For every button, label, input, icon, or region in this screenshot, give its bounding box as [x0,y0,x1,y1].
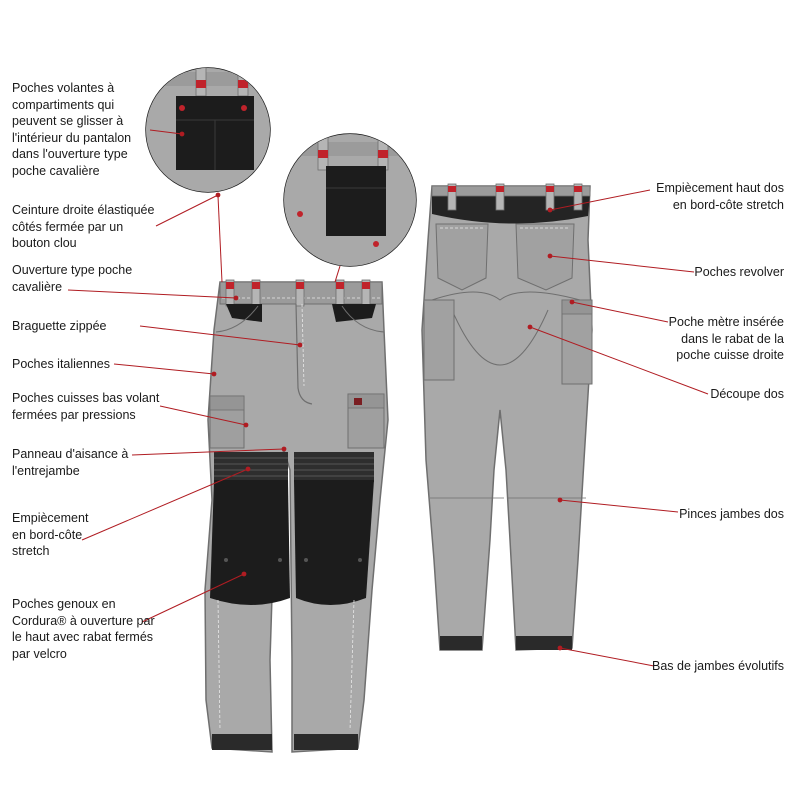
detail-circle-waist [283,133,417,267]
label-line: Panneau d'aisance à [12,447,129,461]
label-line: Empiècement haut dos [656,181,784,195]
label-line: dans le rabat de la [681,331,784,346]
leader-cuisses [159,405,247,426]
leader-dots [179,131,575,651]
leader-ceinture [155,194,219,227]
label-line: stretch [12,544,50,558]
leader-empiecement [81,468,249,541]
label-line: Poches revolver [694,265,784,279]
front-fly [295,303,313,405]
label-line: l'entrejambe [12,463,80,478]
label-line: compartiments qui [12,97,115,112]
label-poches-italiennes: Poches italiennes [12,356,160,373]
leader-decoupe [529,326,709,395]
label-line: Poches italiennes [12,357,110,371]
label-poches-volantes: Poches volantes à compartiments qui peuv… [12,80,160,179]
label-decoupe-dos: Découpe dos [710,386,784,403]
back-belt-loops [447,183,583,211]
leader-panneau [131,448,285,456]
leader-metre [571,301,669,323]
label-line: par velcro [12,646,67,661]
leader-empiecement-dos [549,189,651,211]
label-line: fermées par pressions [12,407,136,422]
label-line: côtés fermée par un [12,219,124,234]
label-poches-genoux: Poches genoux en Cordura® à ouverture pa… [12,596,160,662]
label-line: Pinces jambes dos [679,507,784,521]
label-line: en bord-côte stretch [672,197,784,212]
back-hem-left [440,636,482,650]
front-knee-stretch [214,452,374,482]
label-line: Ceinture droite élastiquée [12,203,155,217]
leader-ouverture [67,289,237,299]
back-seat-cut [431,291,581,301]
leader-lines [67,129,709,667]
front-trousers [204,279,389,753]
label-poche-metre: Poche mètre insérée dans le rabat de la … [669,314,784,364]
label-line: Découpe dos [710,387,784,401]
leader-poches-volantes [149,129,183,135]
leader-revolver [549,255,695,273]
label-line: Poches volantes à [12,81,115,95]
leader-pinces [559,499,679,513]
label-line: peuvent se glisser à [12,114,124,128]
label-line: Empiècement [12,511,89,525]
label-line: Cordura® à ouverture par [12,613,155,628]
back-side-pocket-left [423,299,455,381]
label-line: en bord-côte [12,527,83,542]
label-line: Poche mètre insérée [668,315,784,329]
front-cavalier-right [332,304,376,322]
front-hem-right [294,734,358,750]
label-pinces-jambes: Pinces jambes dos [679,506,784,523]
label-line: Poches genoux en [12,597,116,611]
label-empiecement-dos: Empiècement haut dos en bord-côte stretc… [656,180,784,213]
label-line: Bas de jambes évolutifs [651,659,784,673]
label-line: cavalière [12,279,63,294]
label-empiecement-genou: Empiècement en bord-côte stretch [12,510,160,560]
label-line: dans l'ouverture type [12,147,128,161]
back-hem-right [516,636,572,650]
label-line: l'intérieur du pantalon [12,130,132,145]
label-panneau-aisance: Panneau d'aisance à l'entrejambe [12,446,160,479]
label-line: Ouverture type poche [12,263,133,277]
label-line: Braguette zippée [12,319,107,333]
leader-italiennes [113,363,215,375]
label-ceinture: Ceinture droite élastiquée côtés fermée … [12,202,160,252]
label-poches-revolver: Poches revolver [694,264,784,281]
label-poches-cuisses: Poches cuisses bas volant fermées par pr… [12,390,160,423]
front-knee-pocket-left [210,480,290,605]
label-line: bouton clou [12,236,77,250]
label-line: le haut avec rabat fermés [12,630,154,644]
label-braguette: Braguette zippée [12,318,160,335]
back-revolver-pocket-right [515,223,575,291]
back-trousers [421,183,593,651]
label-line: poche cuisse droite [676,348,784,362]
front-cavalier-left [226,304,262,322]
label-ouverture-cavaliere: Ouverture type poche cavalière [12,262,160,295]
leader-genoux [141,573,245,623]
back-revolver-pocket-left [435,223,489,291]
leader-braguette [139,325,301,346]
front-knee-pocket-right [294,480,374,605]
label-bas-jambes: Bas de jambes évolutifs [652,658,784,675]
label-line: Poches cuisses bas volant [12,391,160,405]
front-hem-left [212,734,272,750]
detail-circle-pocket [145,67,271,193]
leader-bas [559,647,655,667]
label-line: poche cavalière [12,163,100,178]
